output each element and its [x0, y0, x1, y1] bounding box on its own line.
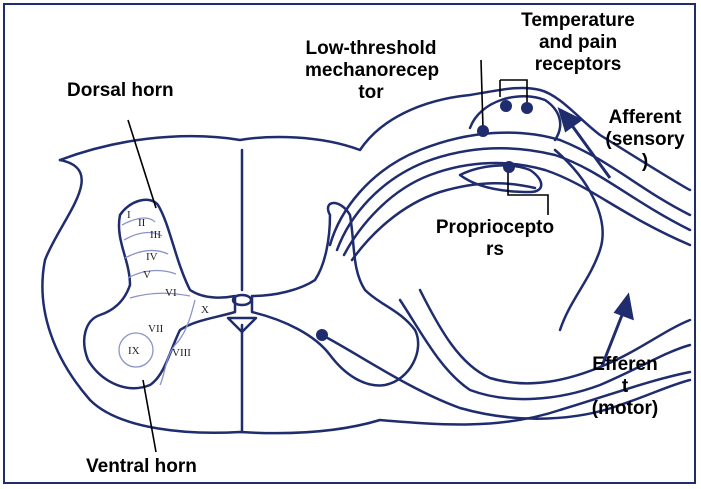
lamina-label: VII — [148, 323, 164, 335]
proprioceptor-dot — [503, 161, 515, 173]
lamina-label: VIII — [172, 347, 191, 359]
label-line: Afferent — [597, 107, 693, 129]
label-line: rs — [415, 239, 575, 261]
label-line: (sensory — [597, 129, 693, 151]
lamina-label: IX — [128, 345, 140, 357]
afferent-sensory-label: Afferent (sensory ) — [597, 107, 693, 173]
ventral-horn-pointer — [143, 380, 156, 452]
label-line: Low-threshold — [305, 38, 437, 60]
lamina-label: III — [150, 229, 161, 241]
lamina-boundary-5 — [130, 293, 190, 298]
afferent-arrowhead — [560, 110, 580, 130]
low-threshold-mechanoreceptor-label: Low-threshold mechanorecep tor — [305, 38, 437, 104]
efferent-motor-label: Efferen t (motor) — [575, 354, 675, 420]
lamina-label: V — [143, 269, 151, 281]
temperature-pain-receptors-label: Temperature and pain receptors — [508, 10, 648, 76]
label-line: t — [575, 376, 675, 398]
lamina-label: IV — [146, 251, 158, 263]
label-line: receptors — [508, 54, 648, 76]
dorsal-horn-label: Dorsal horn — [67, 80, 174, 102]
label-line: ) — [597, 151, 693, 173]
label-line: (motor) — [575, 398, 675, 420]
label-line: tor — [305, 82, 437, 104]
low-threshold-pointer — [481, 60, 483, 128]
label-line: Efferen — [575, 354, 675, 376]
label-line: Temperature — [508, 10, 648, 32]
dorsal-horn-pointer — [128, 120, 156, 208]
temperature-receptor-dot — [500, 100, 512, 112]
ganglion-lower-loop — [460, 165, 541, 192]
label-line: and pain — [508, 32, 648, 54]
lamina-boundary-6 — [160, 300, 195, 385]
lamina-label: II — [138, 217, 146, 229]
label-line: mechanorecep — [305, 60, 437, 82]
motor-neuron-dot — [316, 329, 328, 341]
lamina-label: X — [201, 304, 209, 316]
label-line: Propriocepto — [415, 217, 575, 239]
lamina-label: I — [127, 209, 131, 221]
proprioceptors-label: Propriocepto rs — [415, 217, 575, 261]
pain-receptor-dot — [521, 102, 533, 114]
efferent-arrowhead — [616, 296, 632, 318]
lamina-label: VI — [165, 287, 177, 299]
lamina-boundary-4 — [128, 271, 176, 278]
mechanoreceptor-dot — [477, 125, 489, 137]
ventral-horn-label: Ventral horn — [86, 456, 197, 478]
